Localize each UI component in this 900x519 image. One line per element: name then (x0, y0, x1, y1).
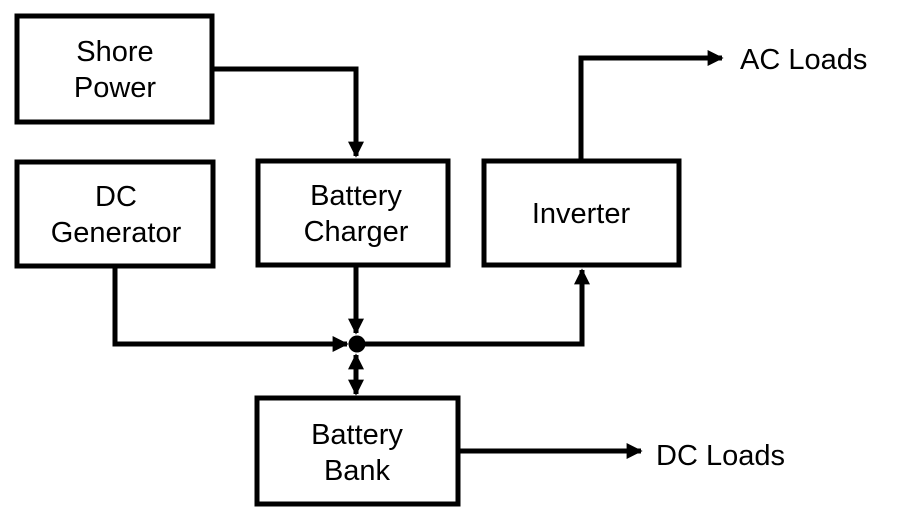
block-label-line: Power (74, 72, 157, 104)
block-dc-generator: DC Generator (14, 159, 216, 269)
block-inverter: Inverter (481, 158, 682, 268)
block-label-line: DC (95, 181, 137, 213)
block-battery-bank: Battery Bank (254, 395, 461, 507)
ac-loads-label: AC Loads (740, 44, 867, 76)
block-shore-power: Shore Power (14, 13, 215, 125)
block-label-line: Charger (304, 216, 409, 248)
generator-to-junction-wire (112, 266, 349, 353)
junction-node (348, 335, 366, 353)
block-label-line: Inverter (532, 198, 631, 230)
block-label-line: Bank (324, 455, 391, 487)
block-label-line: Battery (311, 419, 403, 451)
block-label-line: Battery (310, 180, 402, 212)
dc-loads-label: DC Loads (656, 440, 785, 472)
block-battery-charger: Battery Charger (255, 158, 451, 268)
block-label-line: Shore (76, 36, 153, 68)
junction-to-inverter-wire (365, 268, 591, 347)
shore-to-charger-wire (212, 66, 365, 158)
inverter-to-ac-loads-wire (578, 49, 724, 160)
block-label-line: Generator (51, 217, 182, 249)
